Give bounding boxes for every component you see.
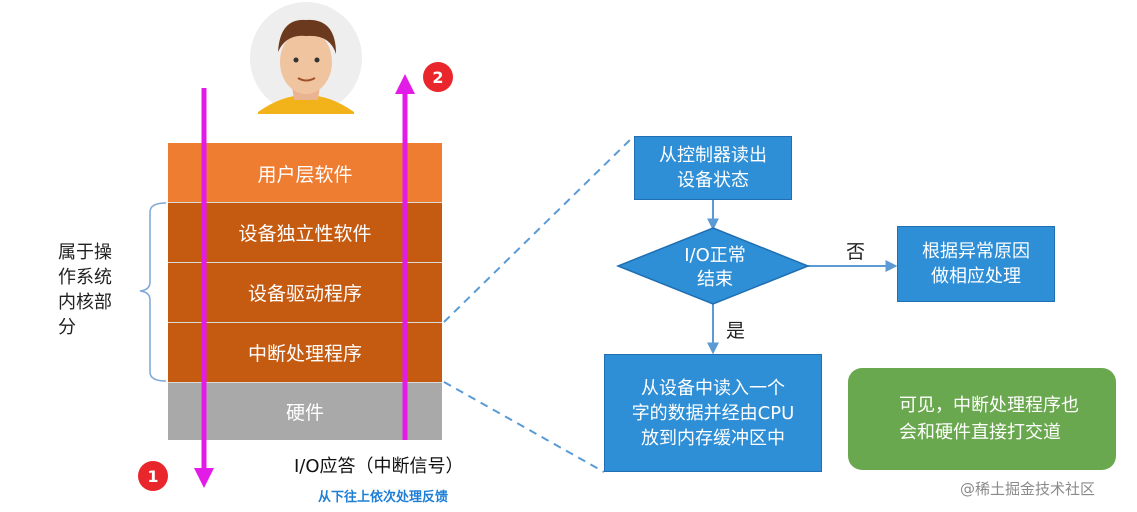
flow-box-read-data: 从设备中读入一个 字的数据并经由CPU 放到内存缓冲区中 [604,354,822,472]
kernel-bracket [139,202,167,382]
layer-device-driver: 设备驱动程序 [168,262,442,322]
flow-box-handle-exception: 根据异常原因 做相应处理 [897,226,1055,302]
flow-box-read-status: 从控制器读出 设备状态 [634,136,792,200]
layer-user-software: 用户层软件 [168,143,442,203]
layer-interrupt-handler: 中断处理程序 [168,322,442,382]
connector-bottom [443,381,605,473]
decision-diamond [615,227,811,305]
layer-device-independent-software: 设备独立性软件 [168,202,442,262]
user-avatar [250,2,362,114]
kernel-label: 属于操 作系统 内核部 分 [58,242,112,338]
note-callout: 可见，中断处理程序也 会和硬件直接打交道 [848,368,1116,470]
connector-top [443,135,635,323]
io-response-label: I/O应答（中断信号） [294,456,464,477]
branch-yes-label: 是 [726,320,746,342]
decision-label: I/O正常 结束 [684,245,746,290]
step-badge-2: 2 [423,62,453,92]
bottom-up-label: 从下往上依次处理反馈 [318,490,449,505]
step-badge-1: 1 [138,461,168,491]
watermark: @稀土掘金技术社区 [960,480,1096,498]
layer-hardware: 硬件 [168,382,442,440]
branch-no-label: 否 [846,241,866,263]
